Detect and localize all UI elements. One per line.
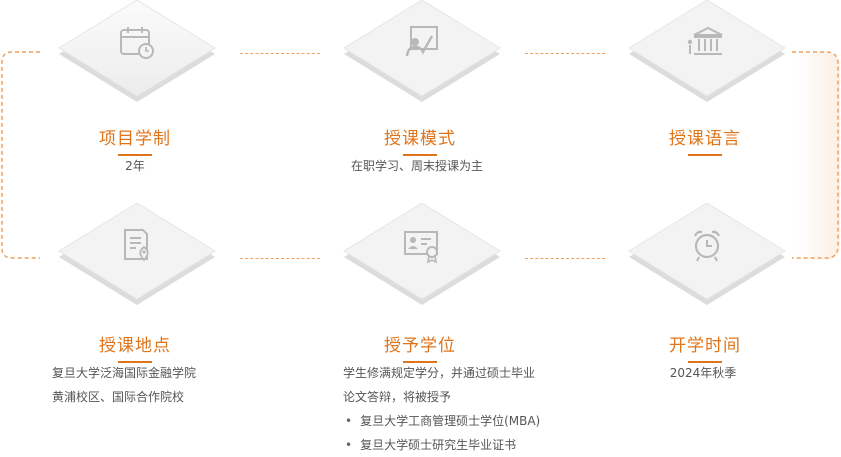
desc-location-line: 黄浦校区、国际合作院校 [52, 390, 185, 404]
tile-plate [343, 203, 501, 305]
connector-row2-a [240, 258, 320, 259]
title-mode: 授课模式 [320, 124, 520, 156]
right-connector-glow [795, 52, 840, 260]
title-degree: 授予学位 [320, 331, 520, 363]
degree-bullet-list: 复旦大学工商管理硕士学位(MBA) 复旦大学硕士研究生毕业证书 [343, 409, 540, 457]
tile-plate [58, 203, 216, 305]
title-location: 授课地点 [35, 331, 235, 363]
right-connector [792, 51, 839, 259]
connector-row2-b [525, 258, 605, 259]
title-duration: 项目学制 [35, 124, 235, 156]
certificate-icon [404, 231, 438, 264]
degree-bullet-text: 复旦大学硕士研究生毕业证书 [360, 438, 517, 452]
title-language: 授课语言 [605, 124, 805, 156]
connector-row1-a [240, 53, 320, 54]
desc-degree-line: 学生修满规定学分，并通过硕士毕业 [343, 366, 536, 380]
tile-location [52, 203, 222, 313]
desc-location: 复旦大学泛海国际金融学院 黄浦校区、国际合作院校 [52, 361, 196, 409]
teacher-icon [405, 26, 438, 57]
degree-bullet: 复旦大学工商管理硕士学位(MBA) [343, 409, 540, 433]
title-start: 开学时间 [605, 331, 805, 363]
location-document-icon [124, 229, 149, 262]
connector-row1-b [525, 53, 605, 54]
degree-bullet-text: 复旦大学工商管理硕士学位(MBA) [360, 414, 541, 428]
desc-degree-line: 论文答辩，将被授予 [343, 390, 452, 404]
tile-degree [337, 203, 507, 313]
desc-degree: 学生修满规定学分，并通过硕士毕业 论文答辩，将被授予 复旦大学工商管理硕士学位(… [343, 361, 540, 457]
tile-mode [337, 0, 507, 110]
tile-language [622, 0, 792, 110]
desc-mode: 在职学习、周末授课为主 [350, 159, 483, 173]
desc-location-line: 复旦大学泛海国际金融学院 [52, 366, 197, 380]
degree-bullet: 复旦大学硕士研究生毕业证书 [343, 433, 540, 457]
tile-start [622, 203, 792, 313]
desc-start: 2024年秋季 [669, 366, 737, 380]
institution-icon [687, 26, 723, 55]
tile-duration [52, 0, 222, 110]
calendar-icon [120, 27, 154, 59]
desc-duration: 2年 [125, 159, 145, 173]
alarm-clock-icon [693, 230, 721, 262]
